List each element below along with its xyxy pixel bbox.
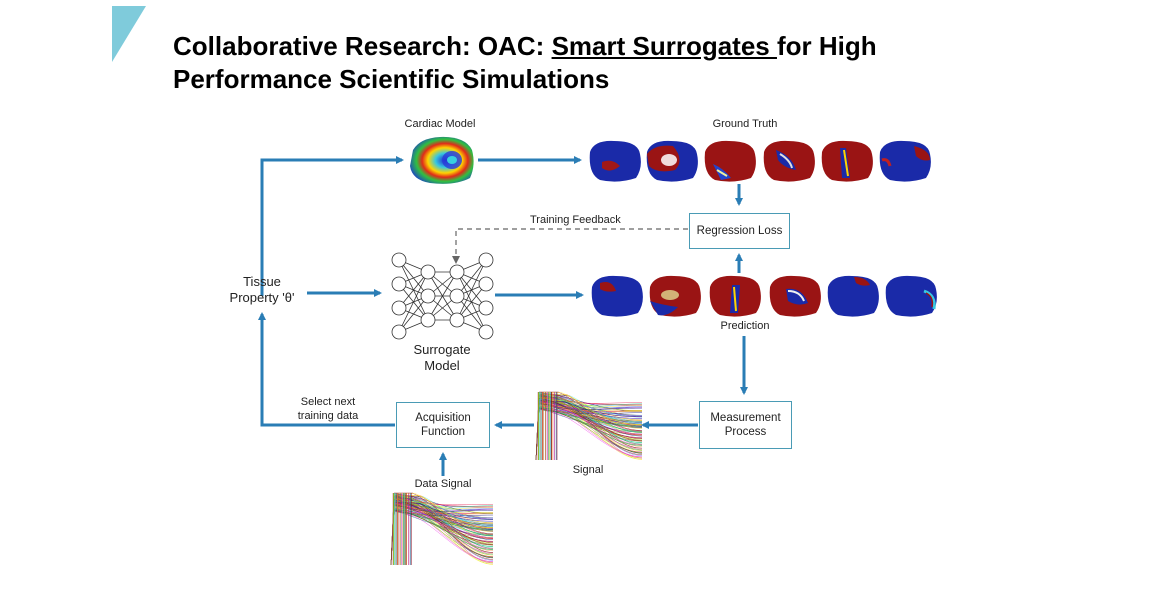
neural-network-icon [391, 252, 494, 340]
signal-trace [535, 400, 643, 461]
signal-trace [535, 400, 643, 461]
signal-label: Signal [572, 464, 604, 476]
training-feedback-dashed-arrow [452, 228, 688, 264]
signal-trace [390, 501, 494, 566]
data-signal-label: Data Signal [414, 478, 472, 490]
nn-connection [456, 259, 487, 321]
flow-arrows [258, 156, 748, 476]
nn-connection [398, 271, 429, 309]
ground-truth-label: Ground Truth [712, 118, 778, 130]
signal-trace [390, 500, 494, 566]
nn-node [478, 252, 494, 268]
signal-trace [535, 402, 643, 461]
nn-connection [456, 259, 487, 297]
nn-node [449, 288, 465, 304]
corner-accent-triangle [112, 6, 146, 62]
prediction-label: Prediction [720, 320, 770, 332]
cardiac-model-image [410, 136, 474, 184]
nn-connection [398, 295, 429, 333]
nn-node [478, 276, 494, 292]
surrogate-line2: Model [424, 358, 460, 373]
signal-trace [390, 511, 494, 566]
signal-trace [535, 394, 643, 461]
surrogate-model-label: Surrogate Model [392, 342, 492, 374]
signal-trace [390, 504, 494, 566]
select-next-label: Select next training data [278, 395, 378, 423]
tissue-property-label: Tissue Property 'θ' [212, 274, 312, 306]
signal-plot-image [535, 390, 643, 462]
nn-node [420, 312, 436, 328]
nn-node [478, 300, 494, 316]
signal-trace [535, 392, 643, 461]
data-signal-plot-image [390, 491, 494, 567]
nn-node [449, 312, 465, 328]
signal-trace [535, 399, 643, 461]
acquisition-line2: Function [420, 426, 466, 438]
nn-node [420, 264, 436, 280]
training-feedback-label: Training Feedback [530, 214, 621, 226]
title-part-2: for High Performance Scientific Simulati… [173, 31, 877, 94]
surrogate-line1: Surrogate [413, 342, 471, 357]
signal-trace [535, 409, 643, 461]
nn-node [449, 264, 465, 280]
nn-connection [427, 271, 458, 321]
nn-connection [456, 283, 487, 321]
arrow-acquisition-to-tissue [258, 312, 395, 427]
signal-trace [535, 397, 643, 461]
tissue-line1: Tissue [243, 274, 281, 289]
signal-trace [390, 495, 494, 566]
measurement-line1: Measurement [710, 412, 781, 424]
slide-title: Collaborative Research: OAC: Smart Surro… [173, 30, 993, 96]
nn-node [391, 276, 407, 292]
nn-node [391, 252, 407, 268]
signal-trace [390, 501, 494, 566]
signal-trace [535, 393, 643, 461]
nn-node [478, 324, 494, 340]
signal-trace [535, 393, 643, 461]
signal-trace [390, 506, 494, 566]
nn-node [391, 324, 407, 340]
signal-trace [390, 494, 494, 566]
nn-node [420, 288, 436, 304]
arrow-tissue-to-cardiac [260, 156, 404, 296]
signal-trace [535, 404, 643, 461]
regression-loss-box: Regression Loss [689, 213, 790, 249]
tissue-line2: Property 'θ' [229, 290, 295, 305]
acquisition-line1: Acquisition [415, 412, 471, 424]
regression-loss-label: Regression Loss [696, 225, 783, 237]
signal-trace [535, 397, 643, 461]
cardiac-model-label: Cardiac Model [404, 118, 476, 130]
nn-node [391, 300, 407, 316]
select-line1: Select next [300, 396, 356, 408]
signal-trace [390, 498, 494, 566]
title-part-1: Collaborative Research: OAC: [173, 31, 552, 61]
signal-trace [535, 399, 643, 461]
signal-trace [390, 494, 494, 566]
select-line2: training data [297, 410, 359, 422]
title-link[interactable]: Smart Surrogates [551, 31, 777, 61]
ground-truth-images [589, 140, 931, 182]
signal-trace [390, 493, 494, 566]
prediction-images [591, 275, 937, 317]
measurement-line2: Process [724, 426, 767, 438]
nn-connection [398, 271, 429, 333]
